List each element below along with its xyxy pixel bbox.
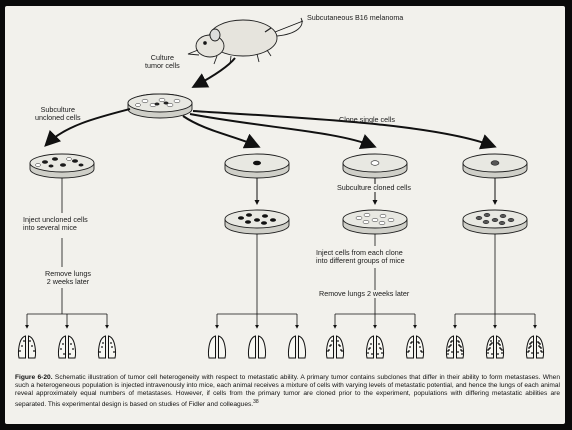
footnote-mark: 38 [253, 399, 259, 406]
source-label: Subcutaneous B16 melanoma [307, 13, 404, 22]
clone-single-label: Clone single cells [339, 115, 395, 124]
lung-pair [248, 335, 266, 359]
source-pointer [274, 20, 304, 33]
subculture-cloned-label: Subculture cloned cells [337, 183, 411, 193]
uncloned-dish [29, 153, 95, 179]
lung-pair [486, 335, 504, 359]
arrow-to-uncloned [44, 108, 131, 147]
inject-uncloned-label: Inject uncloned cells into several mice [23, 215, 88, 233]
lung-pair [446, 335, 464, 359]
lung-pair [366, 335, 384, 359]
lung-pair [98, 335, 116, 359]
arrow-to-clone-1 [182, 115, 261, 149]
remove-lungs-left-label: Remove lungs 2 weeks later [45, 269, 91, 287]
lung-pair [526, 335, 544, 359]
subculture-dish-3 [462, 209, 528, 235]
arrow-to-clone-3 [192, 110, 497, 150]
arrow-to-clone-2 [189, 113, 377, 150]
lung-pair [288, 335, 306, 359]
metastasis-diagram [18, 17, 544, 359]
subculture-uncloned-label: Subculture uncloned cells [35, 105, 81, 123]
inject-clone-label: Inject cells from each clone into differ… [316, 248, 405, 266]
caption-text: Schematic illustration of tumor cell het… [15, 374, 560, 409]
remove-lungs-right-label: Remove lungs 2 weeks later [319, 289, 410, 299]
fork-lines [25, 313, 537, 329]
figure-id: Figure 6-20. [15, 374, 53, 381]
lung-pair [58, 335, 76, 359]
clone-dish-2 [342, 153, 408, 179]
clone-dish-3 [462, 153, 528, 179]
subculture-dish-2 [342, 209, 408, 235]
culture-label: Culture tumor cells [145, 53, 180, 71]
culture-dish [127, 93, 193, 119]
lung-pair [406, 335, 424, 359]
figure-caption: Figure 6-20. Schematic illustration of t… [15, 374, 560, 410]
lung-pair [326, 335, 344, 359]
arrow-mouse-to-culture [191, 57, 236, 88]
mouse-illustration [187, 17, 303, 65]
figure-page: Subcutaneous B16 melanoma Culture tumor … [5, 6, 565, 424]
lung-pair [208, 335, 226, 359]
subculture-dish-1 [224, 209, 290, 235]
lung-pair [18, 335, 36, 359]
clone-dish-1 [224, 153, 290, 179]
lung-pairs [18, 335, 544, 359]
